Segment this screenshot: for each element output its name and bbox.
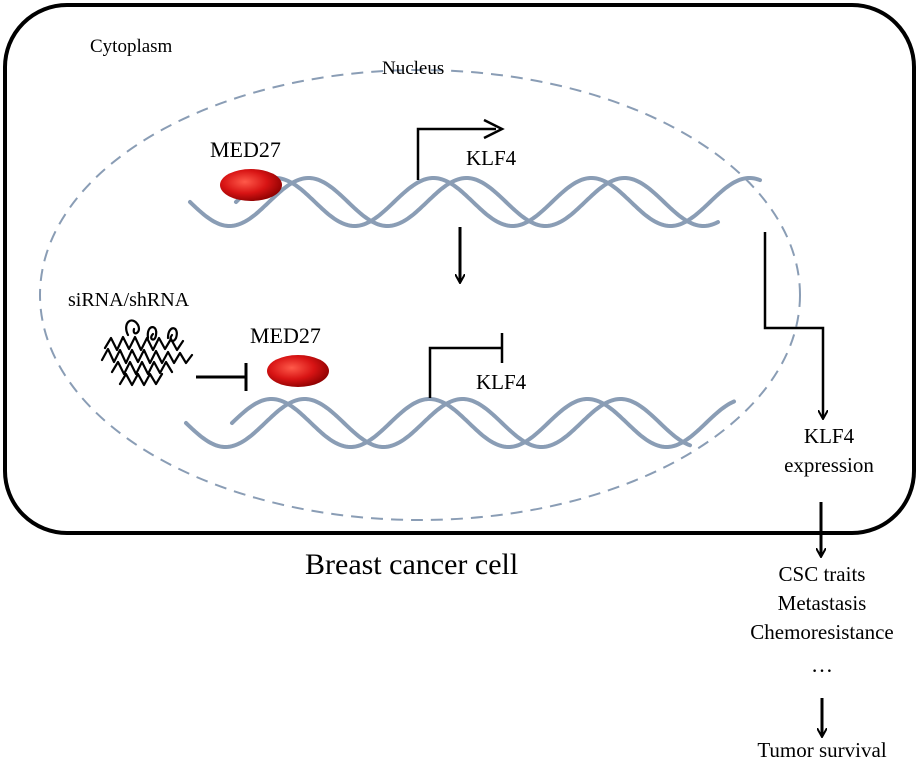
cell-membrane (3, 3, 916, 535)
med27-label-top: MED27 (210, 137, 281, 162)
outcome-list: CSC traits Metastasis Chemoresistance … (750, 562, 893, 677)
dna-helix-top (188, 176, 762, 228)
outcome-item: CSC traits (779, 562, 866, 586)
klf4-expression-line1: KLF4 (804, 424, 855, 448)
med27-label-bottom: MED27 (250, 323, 321, 348)
dna-helix-bottom (184, 397, 736, 449)
expression-elbow-arrow (763, 232, 823, 418)
klf4-promoter-arrow-top (416, 127, 496, 180)
med27-protein-top (220, 169, 282, 201)
med27-protein-bottom (267, 355, 329, 387)
outcome-ellipsis: … (811, 652, 833, 677)
klf4-label-bottom: KLF4 (476, 370, 527, 394)
nucleus-label: Nucleus (382, 58, 444, 79)
tumor-survival-label: Tumor survival (757, 738, 886, 762)
cell-caption: Breast cancer cell (305, 548, 518, 581)
cytoplasm-label: Cytoplasm (90, 36, 173, 57)
klf4-label-top: KLF4 (466, 146, 517, 170)
klf4-expression-line2: expression (784, 453, 874, 477)
klf4-promoter-blocked-bottom (428, 346, 502, 398)
sirna-label: siRNA/shRNA (68, 289, 190, 311)
arrow-head-icon (483, 118, 505, 140)
nucleus-membrane (39, 69, 801, 521)
outcome-item: Metastasis (778, 591, 867, 615)
outcome-item: Chemoresistance (750, 620, 893, 644)
sirna-squiggle-icon (100, 319, 194, 387)
